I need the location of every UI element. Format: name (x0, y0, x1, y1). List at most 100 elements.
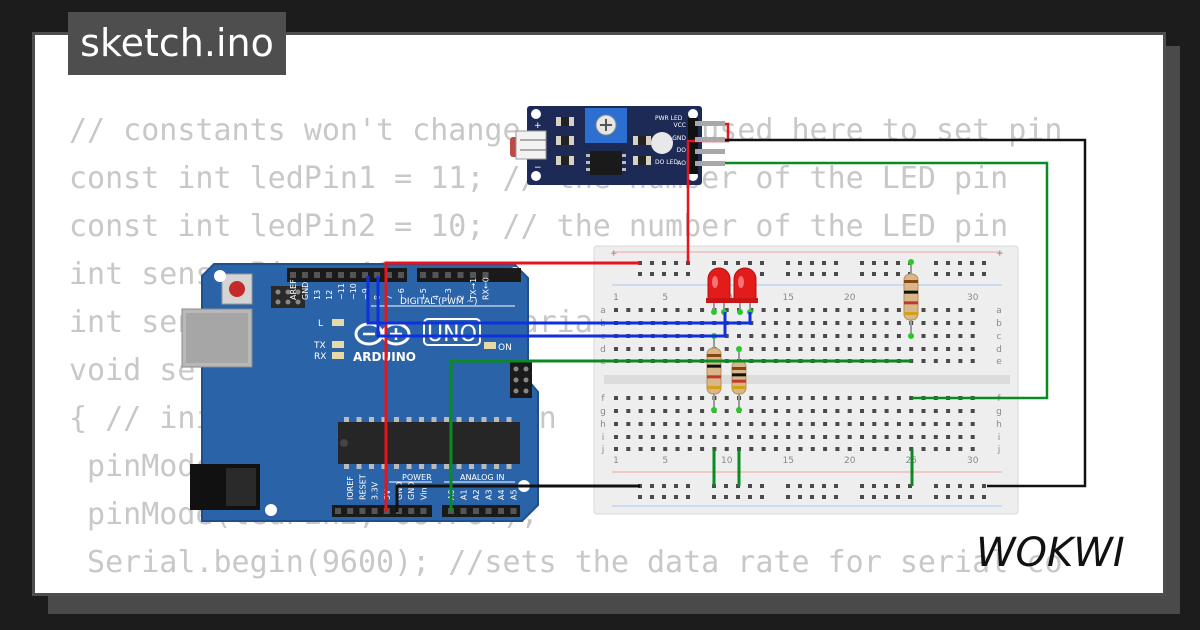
header-pin (510, 508, 517, 514)
breadboard-hole (896, 347, 901, 351)
breadboard-hole (626, 347, 631, 351)
header-pin (374, 272, 380, 278)
breadboard-hole (761, 308, 766, 312)
breadboard-hole (884, 334, 889, 338)
breadboard-hole (761, 396, 766, 400)
rail-hole (674, 261, 678, 265)
code-line: const int ledPin1 = 11; // the number of… (69, 161, 1009, 196)
breadboard-hole (724, 447, 729, 451)
breadboard-hole (810, 409, 815, 413)
do-led-label: DO LED (655, 159, 678, 166)
breadboard-hole (884, 422, 889, 426)
breadboard-hole (835, 447, 840, 451)
breadboard-hole (933, 409, 938, 413)
power-pin-label: Vin (419, 487, 428, 500)
rail-hole (834, 484, 838, 488)
pwr-led-label: PWR LED (655, 115, 683, 122)
breadboard-channel (604, 375, 1010, 384)
on-led-label: ON (498, 343, 512, 353)
resistor (731, 346, 747, 413)
header-pin (335, 508, 341, 514)
rail-hole (810, 272, 814, 276)
tx-led-label: TX (313, 341, 326, 351)
rail-hole (946, 272, 950, 276)
breadboard-hole (761, 409, 766, 413)
breadboard-hole (958, 422, 963, 426)
power-pin-label: 3.3V (371, 481, 380, 500)
breadboard-hole (860, 409, 864, 413)
breadboard-hole (946, 359, 951, 363)
wires (366, 122, 1087, 512)
breadboard-hole (761, 422, 766, 426)
breadboard-hole (835, 321, 840, 325)
rail-hole (934, 484, 938, 488)
breadboard-hole (638, 396, 643, 400)
header-pin (362, 272, 368, 278)
breadboard-hole (872, 308, 877, 312)
rail-hole (822, 261, 826, 265)
wire-ao (703, 161, 1049, 400)
wire-5v (384, 261, 640, 512)
l-led (332, 319, 344, 326)
breadboard-hole (773, 347, 778, 351)
breadboard-hole (798, 347, 803, 351)
breadboard-hole (687, 347, 692, 351)
column-label: 1 (613, 456, 619, 466)
header-pin (347, 508, 354, 514)
breadboard-hole (614, 422, 618, 426)
rail-hole (822, 495, 826, 499)
rail-hole (798, 495, 802, 499)
breadboard-hole (810, 422, 815, 426)
rail-hole (638, 495, 642, 499)
breadboard-hole (798, 321, 803, 325)
rail-hole (798, 261, 802, 265)
digital-pin-label: ~5 (419, 288, 428, 300)
breadboard-hole (884, 447, 889, 451)
breadboard-hole (860, 435, 864, 439)
rx-led-label: RX (314, 352, 326, 362)
rail-hole (650, 495, 654, 499)
breadboard-hole (773, 447, 778, 451)
breadboard-hole (835, 308, 840, 312)
on-led (484, 342, 496, 349)
rail-hole (712, 261, 716, 265)
breadboard-hole (798, 409, 803, 413)
breadboard-hole (786, 334, 791, 338)
icsp2-header (510, 362, 532, 398)
rail-hole (982, 495, 986, 499)
breadboard-hole (933, 334, 938, 338)
breadboard-hole (687, 435, 692, 439)
header-pin (386, 272, 392, 278)
breadboard-hole (773, 308, 778, 312)
wokwi-logo: WOKWI (976, 530, 1125, 576)
row-label: j (601, 445, 605, 455)
file-name-tab[interactable]: sketch.ino (68, 12, 286, 75)
breadboard-hole (724, 435, 729, 439)
rail-hole (822, 272, 826, 276)
breadboard-hole (921, 347, 926, 351)
analog-pin-label: A2 (472, 489, 481, 500)
breadboard-hole (847, 422, 852, 426)
row-label: b (996, 319, 1002, 329)
analog-pin-label: A3 (485, 489, 494, 500)
column-label: 20 (844, 456, 856, 466)
rail-hole (896, 272, 900, 276)
breadboard-hole (798, 435, 803, 439)
column-label: 15 (782, 293, 793, 303)
atmega-chip (338, 417, 520, 469)
rail-hole (760, 261, 764, 265)
breadboard: + + 115510101515202025253030aabbccddeeff… (593, 245, 1019, 515)
uno-badge (423, 318, 481, 346)
breadboard-hole (847, 308, 852, 312)
breadboard-hole (724, 334, 729, 338)
breadboard-hole (860, 396, 864, 400)
header-pin (470, 272, 476, 278)
rail-hole (748, 484, 752, 488)
reset-button[interactable] (229, 281, 245, 297)
breadboard-hole (933, 321, 938, 325)
rail-hole (884, 484, 888, 488)
rail-hole (970, 495, 974, 499)
breadboard-hole (823, 321, 828, 325)
code-line: const int ledPin2 = 10; // the number of… (69, 209, 1009, 244)
breadboard-hole (798, 422, 803, 426)
